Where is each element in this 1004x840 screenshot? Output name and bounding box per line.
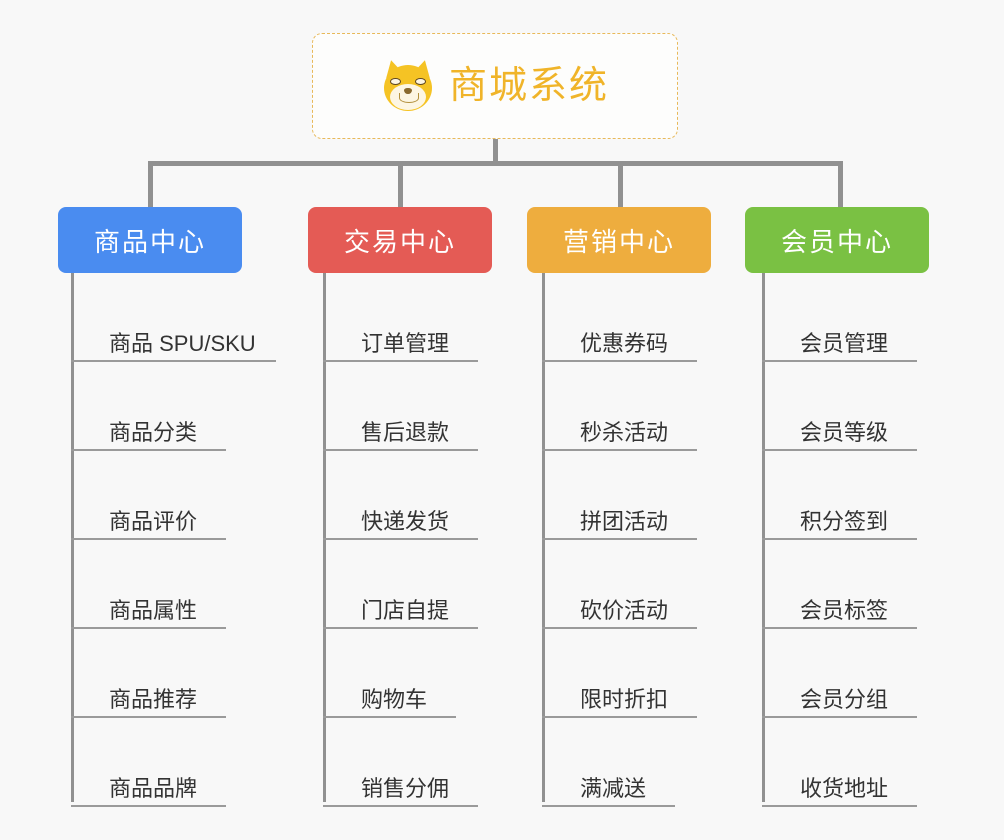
leaf-label: 快递发货: [361, 508, 450, 534]
leaf-item[interactable]: 砍价活动: [542, 540, 697, 629]
branch-header-label: 营销中心: [562, 226, 675, 257]
branch-drop-line-1: [148, 161, 153, 207]
branch-header-会员中心[interactable]: 会员中心: [745, 207, 929, 273]
leaf-underline: [71, 449, 226, 451]
leaf-item[interactable]: 商品属性: [71, 540, 226, 629]
leaf-underline: [542, 360, 697, 362]
branch-header-label: 会员中心: [780, 226, 893, 257]
leaf-item[interactable]: 售后退款: [323, 362, 478, 451]
leaf-underline: [542, 538, 697, 540]
leaf-label: 商品推荐: [109, 686, 198, 712]
leaf-underline: [71, 538, 226, 540]
leaf-label: 秒杀活动: [580, 419, 669, 445]
branch-drop-line-2: [398, 161, 403, 207]
leaf-label: 会员分组: [800, 686, 889, 712]
leaf-label: 砍价活动: [580, 597, 669, 623]
leaf-item[interactable]: 商品推荐: [71, 629, 226, 718]
leaf-label: 收货地址: [800, 775, 889, 801]
leaf-underline: [762, 538, 917, 540]
leaf-underline: [71, 627, 226, 629]
leaf-underline: [71, 360, 276, 362]
leaf-underline: [542, 716, 697, 718]
leaf-label: 商品品牌: [109, 775, 198, 801]
leaf-label: 会员管理: [800, 330, 889, 356]
root-title: 商城系统: [448, 65, 609, 107]
leaf-underline: [323, 360, 478, 362]
leaf-label: 商品分类: [109, 419, 198, 445]
branch-spine-line: [323, 273, 326, 802]
branch-spine-line: [762, 273, 765, 802]
leaf-label: 优惠券码: [580, 330, 669, 356]
leaf-item[interactable]: 商品分类: [71, 362, 226, 451]
leaf-label: 商品属性: [109, 597, 198, 623]
leaf-underline: [71, 716, 226, 718]
branch-header-label: 交易中心: [343, 226, 456, 257]
branch-drop-line-4: [838, 161, 843, 207]
leaf-item[interactable]: 门店自提: [323, 540, 478, 629]
branch-bus-line: [148, 161, 843, 166]
leaf-underline: [71, 805, 226, 807]
leaf-label: 售后退款: [361, 419, 450, 445]
leaf-underline: [323, 627, 478, 629]
leaf-item[interactable]: 积分签到: [762, 451, 917, 540]
leaf-label: 会员等级: [800, 419, 889, 445]
leaf-underline: [323, 538, 478, 540]
leaf-underline: [762, 360, 917, 362]
leaf-label: 商品评价: [109, 508, 198, 534]
root-stem-line: [493, 139, 498, 165]
leaf-underline: [762, 449, 917, 451]
leaf-underline: [762, 805, 917, 807]
leaf-item[interactable]: 收货地址: [762, 718, 917, 807]
leaf-label: 销售分佣: [361, 775, 450, 801]
leaf-item[interactable]: 商品 SPU/SKU: [71, 273, 276, 362]
leaf-underline: [542, 627, 697, 629]
leaf-item[interactable]: 订单管理: [323, 273, 478, 362]
branch-spine-line: [71, 273, 74, 802]
leaf-item[interactable]: 快递发货: [323, 451, 478, 540]
leaf-item[interactable]: 满减送: [542, 718, 675, 807]
leaf-label: 会员标签: [800, 597, 889, 623]
branch-header-label: 商品中心: [93, 226, 206, 257]
leaf-item[interactable]: 会员管理: [762, 273, 917, 362]
leaf-label: 拼团活动: [580, 508, 669, 534]
branch-header-营销中心[interactable]: 营销中心: [527, 207, 711, 273]
leaf-item[interactable]: 会员分组: [762, 629, 917, 718]
branch-spine-line: [542, 273, 545, 802]
branch-header-交易中心[interactable]: 交易中心: [308, 207, 492, 273]
leaf-label: 满减送: [580, 775, 647, 801]
leaf-item[interactable]: 购物车: [323, 629, 456, 718]
leaf-item[interactable]: 销售分佣: [323, 718, 478, 807]
leaf-item[interactable]: 秒杀活动: [542, 362, 697, 451]
leaf-item[interactable]: 优惠券码: [542, 273, 697, 362]
leaf-underline: [542, 449, 697, 451]
leaf-underline: [323, 805, 478, 807]
branch-drop-line-3: [618, 161, 623, 207]
leaf-label: 限时折扣: [580, 686, 669, 712]
leaf-label: 门店自提: [361, 597, 450, 623]
leaf-underline: [542, 805, 675, 807]
leaf-label: 积分签到: [800, 508, 889, 534]
leaf-item[interactable]: 商品评价: [71, 451, 226, 540]
leaf-item[interactable]: 限时折扣: [542, 629, 697, 718]
leaf-item[interactable]: 会员等级: [762, 362, 917, 451]
leaf-label: 购物车: [361, 686, 428, 712]
leaf-underline: [762, 716, 917, 718]
leaf-item[interactable]: 商品品牌: [71, 718, 226, 807]
shiba-inu-icon: [381, 58, 435, 113]
leaf-item[interactable]: 会员标签: [762, 540, 917, 629]
leaf-item[interactable]: 拼团活动: [542, 451, 697, 540]
leaf-underline: [323, 716, 456, 718]
root-node[interactable]: 商城系统: [312, 33, 678, 139]
leaf-underline: [323, 449, 478, 451]
leaf-label: 订单管理: [361, 330, 450, 356]
leaf-label: 商品 SPU/SKU: [109, 330, 256, 356]
leaf-underline: [762, 627, 917, 629]
branch-header-商品中心[interactable]: 商品中心: [58, 207, 242, 273]
